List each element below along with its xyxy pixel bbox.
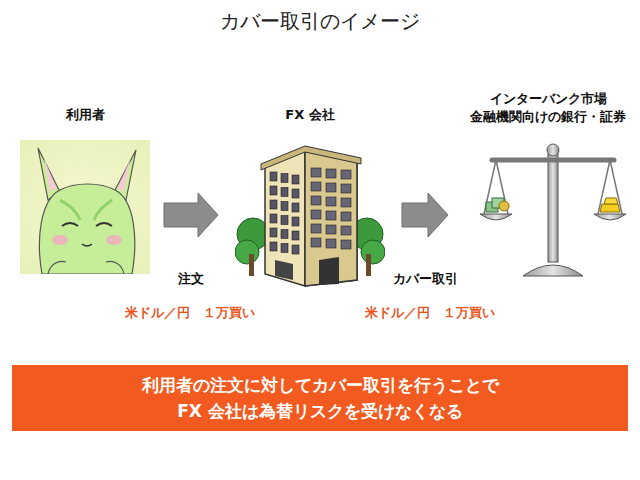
- diagram-title: カバー取引のイメージ: [0, 8, 640, 35]
- node-heading: FX 会社: [228, 106, 392, 124]
- company-building: [235, 134, 385, 290]
- block-arrow: [164, 193, 218, 237]
- user-node: 利用者: [16, 106, 154, 276]
- summary-band: 利用者の注文に対してカバー取引を行うことで FX 会社は為替リスクを受けなくなる: [12, 365, 628, 431]
- node-heading: 利用者: [16, 106, 154, 124]
- node-heading: インターバンク市場: [458, 90, 638, 108]
- edge-label: カバー取引: [391, 270, 460, 288]
- order-amount: 米ドル／円 １万買い: [365, 304, 495, 322]
- market-node: インターバンク市場金融機関向けの銀行・証券: [458, 90, 638, 282]
- block-arrow: [402, 193, 448, 237]
- market-scale: [478, 136, 628, 280]
- summary-text: 利用者の注文に対してカバー取引を行うことで FX 会社は為替リスクを受けなくなる: [135, 372, 505, 424]
- node-heading: 金融機関向けの銀行・証券: [458, 108, 638, 126]
- edge-label: 注文: [176, 270, 206, 288]
- order-amount: 米ドル／円 １万買い: [125, 304, 255, 322]
- user-character: [20, 140, 150, 274]
- company-node: FX 会社: [228, 106, 392, 292]
